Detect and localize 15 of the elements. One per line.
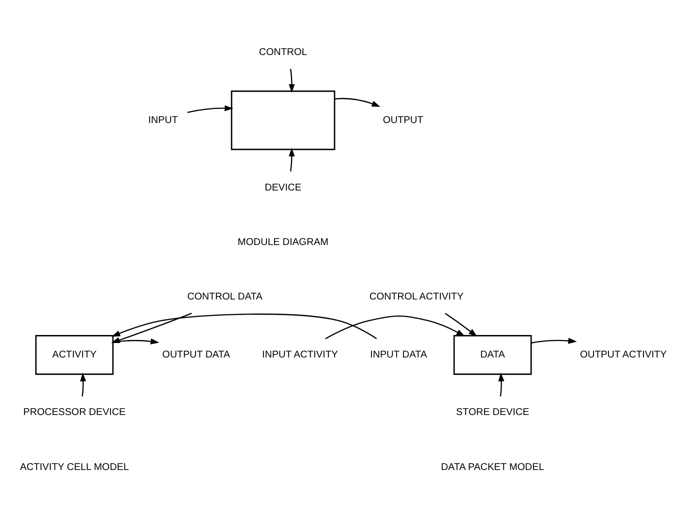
node-text: INPUT DATA <box>370 349 428 360</box>
node-text: OUTPUT <box>382 114 424 126</box>
node-text: OUTPUT ACTIVITY <box>580 349 667 360</box>
node-text: CONTROL ACTIVITY <box>369 292 464 303</box>
label: DATA PACKET MODEL <box>441 462 544 473</box>
node-text: OUTPUT DATA <box>162 349 230 360</box>
label: MODULE DIAGRAM <box>238 237 328 248</box>
node-text: PROCESSOR DEVICE <box>23 407 126 418</box>
node-text: CONTROL DATA <box>187 292 263 303</box>
node-text: DEVICE <box>264 182 302 194</box>
label: ACTIVITY CELL MODEL <box>20 462 129 473</box>
node-text: CONTROL <box>259 47 308 58</box>
node-text: INPUT <box>148 114 178 126</box>
node-text: INPUT ACTIVITY <box>262 349 338 360</box>
node-text: STORE DEVICE <box>456 407 530 418</box>
